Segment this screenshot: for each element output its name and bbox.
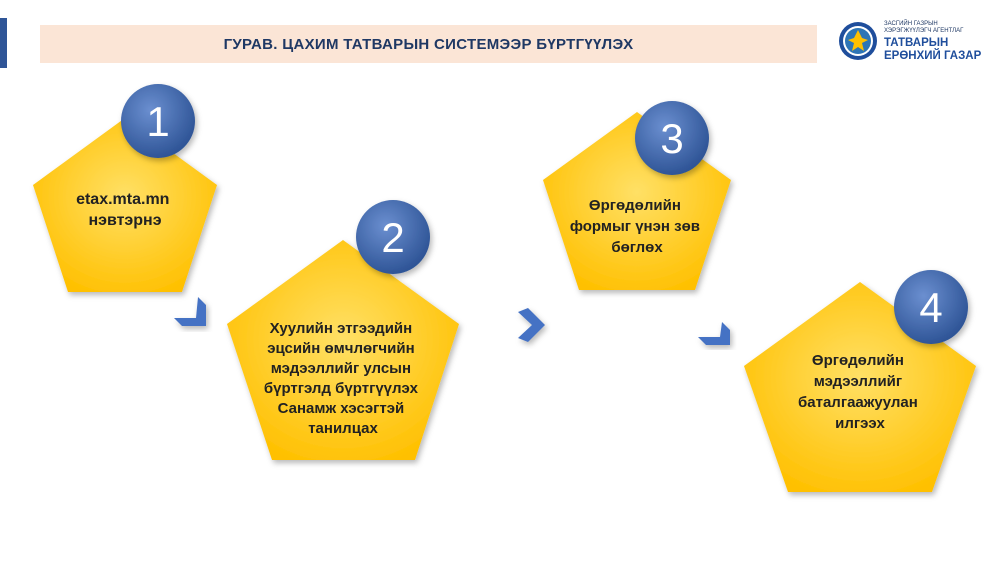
step-3-number: 3 xyxy=(660,115,683,162)
step-3-badge xyxy=(635,101,709,175)
title-banner: ГУРАВ. ЦАХИМ ТАТВАРЫН СИСТЕМЭЭР БҮРТГҮҮЛ… xyxy=(40,25,817,63)
step-2: Хуулийн этгээдийн эцсийн өмчлөгчийн мэдэ… xyxy=(227,200,459,460)
step-1-pentagon xyxy=(33,118,217,292)
step-4-line-3: баталгаажуулан xyxy=(798,394,918,411)
step-2-line-6: танилцах xyxy=(308,420,378,437)
step-1-number: 1 xyxy=(146,98,169,145)
step-2-line-3: мэдээллийг улсын xyxy=(271,360,411,377)
step-4-badge xyxy=(894,270,968,344)
emblem-icon xyxy=(839,22,877,60)
step-3: Өргөдөлийн формыг үнэн зөв бөглөх 3 xyxy=(543,101,731,290)
step-2-line-4: бүртгэлд бүртгүүлэх xyxy=(264,380,419,397)
logo-small-line-1: ЗАСГИЙН ГАЗРЫН xyxy=(884,21,938,27)
step-4-number: 4 xyxy=(919,284,942,331)
step-1-line-2: нэвтэрнэ xyxy=(88,212,161,229)
step-3-line-3: бөглөх xyxy=(611,239,663,256)
logo-name-line-1: ТАТВАРЫН xyxy=(884,37,949,49)
svg-text:Өргөдөлийн формыг үнэн з: Өргөдөлийн формыг үнэн зөв бөглөх xyxy=(570,197,704,256)
logo-small-line-2: ХЭРЭГЖҮҮЛЭГЧ АГЕНТЛАГ xyxy=(884,28,964,34)
step-1-badge xyxy=(121,84,195,158)
step-2-pentagon xyxy=(227,240,459,460)
svg-text:Өргөдөлийн мэдээллийг: Өргөдөлийн мэдээллийг баталгаажуулан илг… xyxy=(798,352,922,432)
step-2-number: 2 xyxy=(381,214,404,261)
svg-text:Хуулийн этгээдийн эцсийн: Хуулийн этгээдийн эцсийн өмчлөгчийн мэдэ… xyxy=(264,320,422,437)
left-accent-bar xyxy=(0,18,7,68)
step-2-badge xyxy=(356,200,430,274)
page-title: ГУРАВ. ЦАХИМ ТАТВАРЫН СИСТЕМЭЭР БҮРТГҮҮЛ… xyxy=(223,35,634,53)
step-4-line-1: Өргөдөлийн xyxy=(812,352,904,369)
step-3-line-2: формыг үнэн зөв xyxy=(570,218,700,235)
step-2-line-5: Санамж хэсэгтэй xyxy=(278,400,405,417)
logo-name-line-2: ЕРӨНХИЙ ГАЗАР xyxy=(884,50,982,62)
chevron-arrow-icon-3 xyxy=(698,322,730,345)
step-1: etax.mta.mn нэвтэрнэ 1 xyxy=(33,84,217,292)
svg-text:etax.mta.mn нэвтэрнэ: etax.mta.mn нэвтэрнэ xyxy=(76,191,174,229)
chevron-arrow-icon-1 xyxy=(174,297,206,326)
step-4-line-4: илгээх xyxy=(835,415,885,432)
agency-logo: ЗАСГИЙН ГАЗРЫН ХЭРЭГЖҮҮЛЭГЧ АГЕНТЛАГ ТАТ… xyxy=(838,18,988,68)
step-4-line-2: мэдээллийг xyxy=(814,373,902,390)
step-3-line-1: Өргөдөлийн xyxy=(589,197,681,214)
step-2-line-1: Хуулийн этгээдийн xyxy=(270,320,413,337)
step-4: Өргөдөлийн мэдээллийг баталгаажуулан илг… xyxy=(744,270,976,492)
step-2-line-2: эцсийн өмчлөгчийн xyxy=(267,340,414,357)
chevron-arrow-icon-2 xyxy=(518,308,545,342)
step-1-line-1: etax.mta.mn xyxy=(76,191,169,208)
